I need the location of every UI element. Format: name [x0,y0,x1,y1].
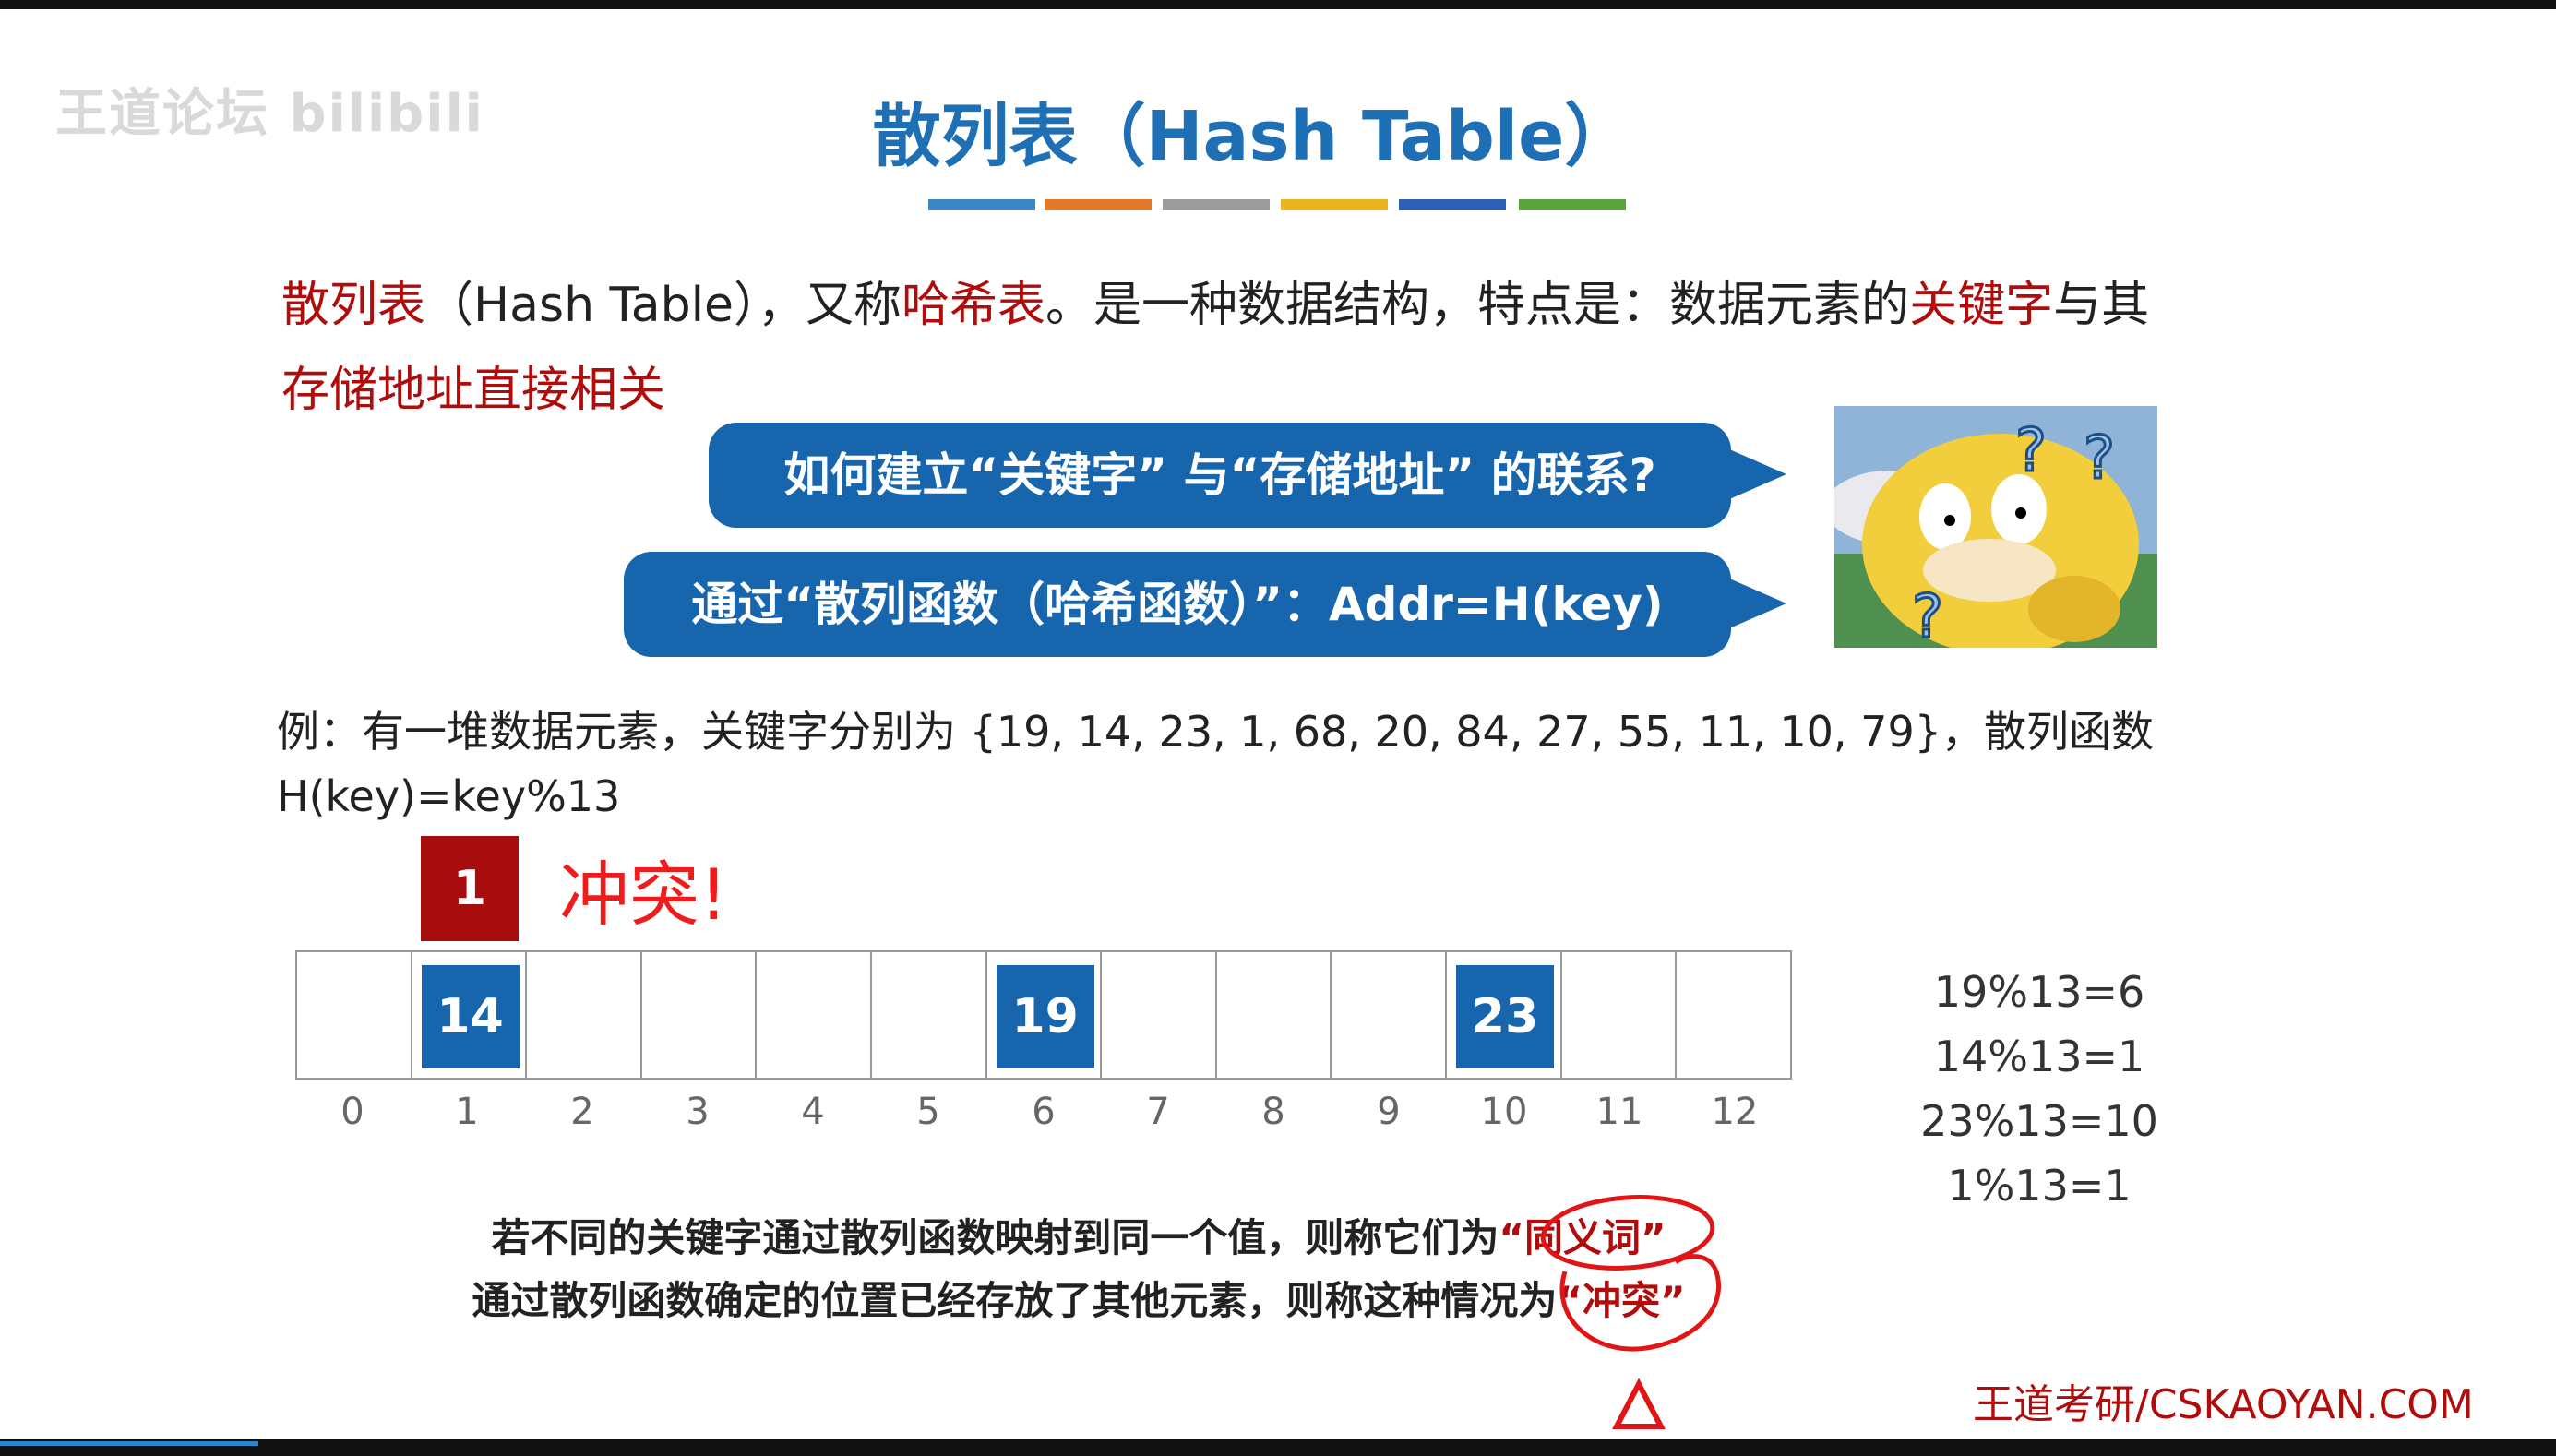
note-text: 通过散列函数确定的位置已经存放了其他元素，则称这种情况为 [472,1278,1558,1323]
example-text: 例：有一堆数据元素，关键字分别为 {19, 14, 23, 1, 68, 20,… [277,699,2178,829]
table-cell [757,952,873,1078]
table-index: 6 [1032,1091,1056,1133]
table-index: 2 [570,1091,594,1133]
table-cell [1217,952,1332,1078]
table-index: 4 [801,1091,825,1133]
table-cell [297,952,412,1078]
title-stripe [1045,199,1152,210]
question-bubble: 如何建立“关键字” 与“存储地址” 的联系? [709,423,1731,528]
note-text: 若不同的关键字通过散列函数映射到同一个值，则称它们为 [491,1215,1499,1260]
title-stripe [1281,199,1388,210]
calc-line: 1%13=1 [1947,1161,2132,1211]
modulo-calculations: 19%13=6 14%13=1 23%13=10 1%13=1 [1901,960,2178,1218]
colliding-element: 1 [421,836,519,941]
svg-text:?: ? [2015,417,2047,485]
table-cell [1677,952,1790,1078]
bubble-tail [1727,578,1786,629]
title-stripe [1163,199,1270,210]
conflict-term: “冲突” [1557,1278,1686,1323]
intro-text: 。是一种数据结构，特点是：数据元素的 [1045,278,1910,333]
intro-text: 与其 [2053,278,2150,333]
cell-value: 19 [996,965,1094,1068]
psyduck-image: ? ? ? [1834,406,2157,648]
title-stripe [1399,199,1506,210]
table-cell [527,952,642,1078]
term-hash-table: 散列表 [281,278,426,333]
video-progress[interactable] [0,1441,258,1446]
watermark: 王道论坛 bilibili [55,84,484,144]
table-index: 7 [1146,1091,1170,1133]
table-index: 1 [455,1091,479,1133]
table-cell [642,952,758,1078]
table-cell [1562,952,1678,1078]
intro-text: （Hash Table），又称 [425,278,902,333]
synonym-term: “同义词” [1499,1215,1666,1260]
calc-line: 23%13=10 [1920,1096,2158,1146]
table-cell [1332,952,1448,1078]
handwritten-annotations [1540,1195,1721,1429]
term-alias: 哈希表 [902,278,1046,333]
table-cell [872,952,987,1078]
term-keyword: 关键字 [1909,278,2054,333]
table-index: 11 [1595,1091,1643,1133]
slide-title: 散列表（Hash Table） [872,97,1633,176]
intro-paragraph: 散列表（Hash Table），又称哈希表。是一种数据结构，特点是：数据元素的关… [281,263,2330,433]
table-index: 3 [686,1091,710,1133]
table-index: 12 [1711,1091,1759,1133]
table-index: 0 [340,1091,364,1133]
title-stripe [928,199,1035,210]
calc-line: 14%13=1 [1933,1032,2145,1081]
svg-text:?: ? [1912,583,1943,648]
cell-value: 23 [1456,965,1555,1068]
table-cell [1102,952,1217,1078]
table-index: 9 [1377,1091,1401,1133]
term-address: 存储地址直接相关 [281,363,666,418]
bubble-tail [1727,448,1786,500]
table-cell: 23 [1447,952,1562,1078]
title-stripe [1519,199,1626,210]
table-index: 5 [916,1091,940,1133]
table-index: 10 [1480,1091,1528,1133]
video-top-bar [0,0,2556,9]
answer-bubble: 通过“散列函数（哈希函数）”：Addr=H(key) [624,552,1731,657]
brand-footer: 王道考研/CSKAOYAN.COM [1973,1381,2474,1428]
table-cell: 19 [987,952,1103,1078]
video-bottom-bar [0,1439,2556,1456]
calc-line: 19%13=6 [1933,967,2145,1017]
svg-text:?: ? [2084,424,2115,493]
synonym-note: 若不同的关键字通过散列函数映射到同一个值，则称它们为“同义词” [0,1207,2357,1263]
example-line: 例：有一堆数据元素，关键字分别为 {19, 14, 23, 1, 68, 20,… [277,707,2154,757]
table-cell: 14 [412,952,528,1078]
hash-table: 14 19 23 [295,950,1792,1080]
table-index: 8 [1261,1091,1285,1133]
hash-function: H(key)=key%13 [277,771,621,821]
cell-value: 14 [421,965,520,1068]
conflict-note: 通过散列函数确定的位置已经存放了其他元素，则称这种情况为“冲突” [0,1270,2357,1326]
collision-label: 冲突! [559,853,728,936]
